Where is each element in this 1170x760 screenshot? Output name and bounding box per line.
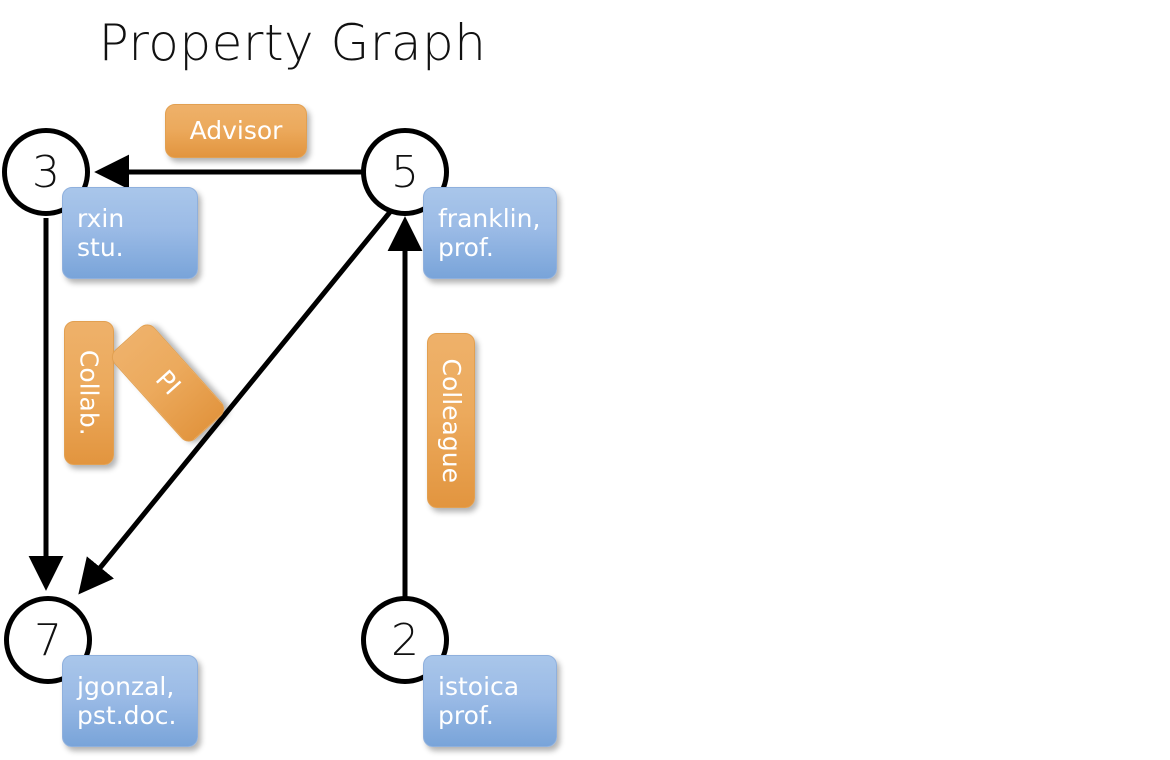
node-label-jgonzal[interactable]: jgonzal, pst.doc. [62, 655, 198, 747]
tables-panel: Vertex Table Id Property (V) 3 (rxin, st… [585, 0, 1170, 760]
edge-label-pi-text: PI [149, 364, 187, 401]
node-id-2: 2 [391, 614, 419, 666]
node-label-istoica[interactable]: istoica prof. [423, 655, 557, 747]
edge-label-advisor[interactable]: Advisor [165, 104, 307, 158]
node-label-rxin-line1: rxin [77, 203, 125, 233]
node-label-jgonzal-line2: pst.doc. [77, 701, 177, 730]
node-id-7: 7 [34, 614, 62, 666]
edge-label-colleague-text: Colleague [436, 358, 466, 483]
property-graph-panel: Property Graph 3 5 7 2 rxin stu. frankli… [2, 14, 557, 747]
node-label-rxin-line2: stu. [77, 233, 124, 262]
page-title-property-graph: Property Graph [98, 14, 487, 72]
node-label-jgonzal-line1: jgonzal, [77, 671, 175, 701]
edge-label-collab[interactable]: Collab. [64, 321, 114, 465]
node-label-istoica-line1: istoica [438, 671, 520, 701]
graph-edges-canvas [28, 154, 423, 598]
node-label-franklin-line2: prof. [438, 233, 494, 262]
edge-label-colleague[interactable]: Colleague [427, 333, 475, 508]
node-circle-2[interactable]: 2 [361, 596, 449, 684]
node-circle-5[interactable]: 5 [361, 128, 449, 216]
node-label-istoica-line2: prof. [438, 701, 494, 730]
node-id-3: 3 [32, 146, 60, 198]
edge-label-advisor-text: Advisor [189, 116, 283, 146]
node-label-franklin[interactable]: franklin, prof. [423, 187, 557, 279]
edge-5-to-7 [78, 210, 392, 595]
node-id-5: 5 [391, 146, 419, 198]
node-label-rxin[interactable]: rxin stu. [62, 187, 198, 279]
edge-label-collab-text: Collab. [74, 350, 104, 436]
node-label-franklin-line1: franklin, [438, 203, 541, 233]
